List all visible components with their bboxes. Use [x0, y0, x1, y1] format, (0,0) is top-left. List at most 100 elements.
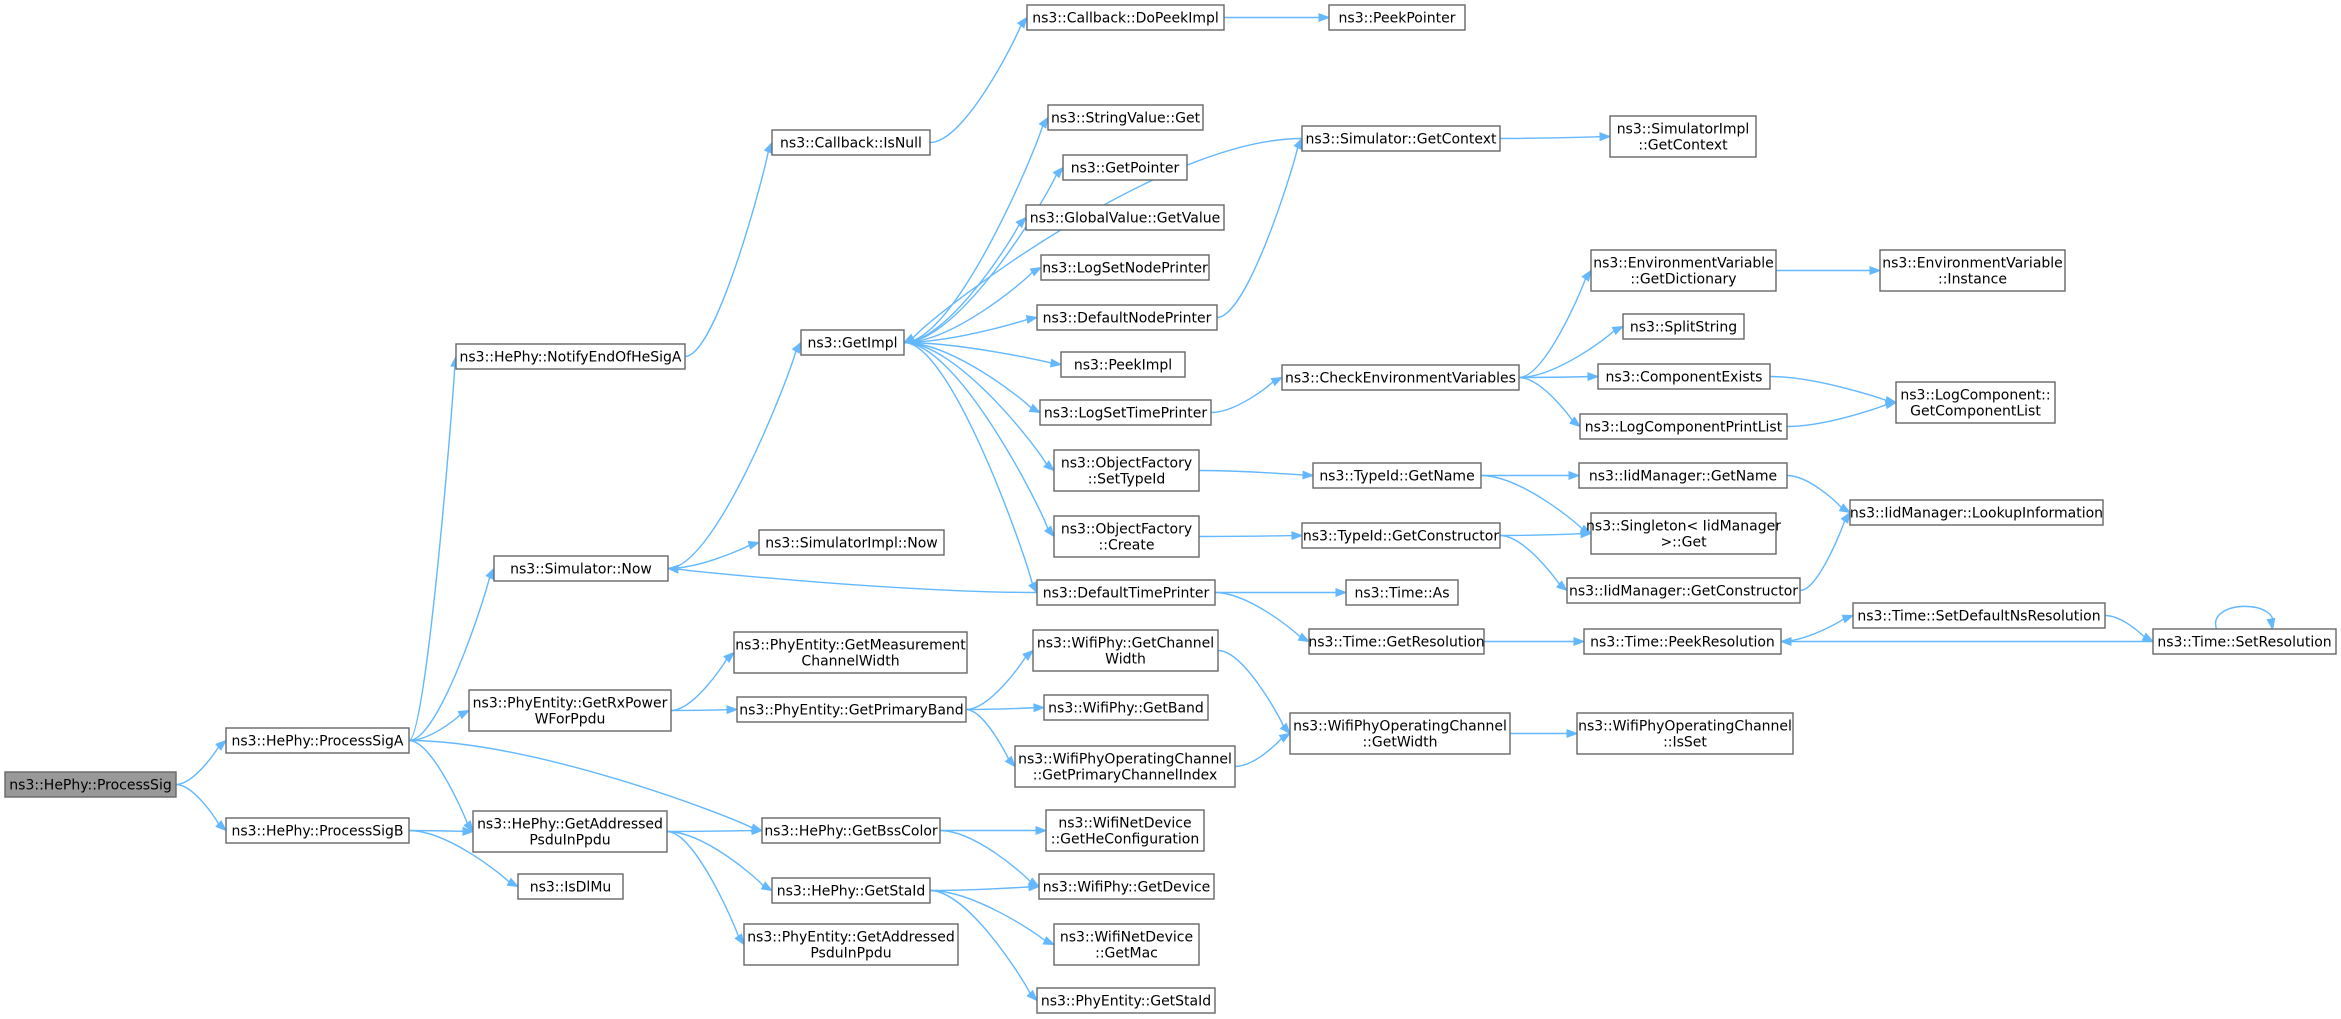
node-box	[800, 329, 905, 356]
node-label: ns3::DefaultNodePrinter	[1043, 311, 1212, 327]
edge-arrowhead	[666, 564, 679, 574]
node-box	[2152, 628, 2337, 655]
node-cbIsNull[interactable]: ns3::Callback::IsNull	[771, 129, 931, 156]
node-ofCreate[interactable]: ns3::ObjectFactory::Create	[1053, 515, 1200, 558]
edge-line	[1499, 135, 1601, 140]
edge-arrowhead	[1318, 12, 1331, 23]
node-label: ns3::Time::GetResolution	[1308, 635, 1484, 651]
node-label: ::IsSet	[1663, 735, 1707, 751]
node-processSig[interactable]: ns3::HePhy::ProcessSig	[4, 771, 177, 798]
node-wndGetHeConf[interactable]: ns3::WifiNetDevice::GetHeConfiguration	[1045, 809, 1205, 852]
edge-iidGetCtor-to-iidLookup	[1799, 511, 1851, 592]
node-wpocGetWidth[interactable]: ns3::WifiPhyOperatingChannel::GetWidth	[1289, 712, 1511, 755]
node-simImplNow[interactable]: ns3::SimulatorImpl::Now	[758, 529, 945, 556]
node-iidGetCtor[interactable]: ns3::IidManager::GetConstructor	[1566, 577, 1801, 604]
edge-line	[965, 707, 1035, 711]
node-processSigB[interactable]: ns3::HePhy::ProcessSigB	[225, 817, 410, 844]
node-ofSetTypeId[interactable]: ns3::ObjectFactory::SetTypeId	[1053, 449, 1200, 492]
node-logSetNode[interactable]: ns3::LogSetNodePrinter	[1040, 254, 1210, 281]
edge-getImpl-to-globalValue	[903, 216, 1027, 344]
node-envInstance[interactable]: ns3::EnvironmentVariable::Instance	[1879, 249, 2066, 292]
node-timeSetDefaultNs[interactable]: ns3::Time::SetDefaultNsResolution	[1852, 602, 2106, 629]
node-getMeasurement[interactable]: ns3::PhyEntity::GetMeasurementChannelWid…	[733, 631, 968, 674]
node-wndGetMac[interactable]: ns3::WifiNetDevice::GetMac	[1053, 923, 1200, 966]
edge-arrowhead	[760, 881, 774, 892]
node-typeIdGetCtor[interactable]: ns3::TypeId::GetConstructor	[1301, 522, 1501, 549]
node-notifyEnd[interactable]: ns3::HePhy::NotifyEndOfHeSigA	[455, 343, 686, 370]
node-defaultNode[interactable]: ns3::DefaultNodePrinter	[1036, 304, 1218, 331]
node-timeGetRes[interactable]: ns3::Time::GetResolution	[1308, 628, 1485, 655]
node-box	[1026, 4, 1225, 31]
edge-line	[1214, 591, 1301, 638]
edge-line	[929, 889, 1046, 942]
node-splitString[interactable]: ns3::SplitString	[1622, 313, 1745, 340]
node-wpocIsSet[interactable]: ns3::WifiPhyOperatingChannel::IsSet	[1576, 712, 1794, 755]
node-stringValueGet[interactable]: ns3::StringValue::Get	[1047, 104, 1204, 131]
node-timeSetRes[interactable]: ns3::Time::SetResolution	[2152, 628, 2337, 655]
node-label: ns3::Callback::IsNull	[780, 136, 922, 152]
node-getStaIdHe[interactable]: ns3::HePhy::GetStaId	[771, 877, 931, 904]
node-checkEnv[interactable]: ns3::CheckEnvironmentVariables	[1281, 364, 1520, 391]
node-isDlMu[interactable]: ns3::IsDlMu	[517, 873, 624, 900]
node-label: ns3::WifiPhy::GetDevice	[1043, 880, 1211, 896]
node-getPointer[interactable]: ns3::GetPointer	[1062, 154, 1188, 181]
edge-line	[1198, 534, 1293, 538]
node-processSigA[interactable]: ns3::HePhy::ProcessSigA	[225, 727, 410, 754]
node-box	[1053, 449, 1200, 492]
node-singletonGet[interactable]: ns3::Singleton< IidManager>::Get	[1586, 512, 1781, 555]
node-typeIdGetName[interactable]: ns3::TypeId::GetName	[1312, 462, 1482, 489]
node-box	[758, 529, 945, 556]
edge-getImpl-to-ofCreate	[903, 341, 1055, 538]
edge-arrowhead	[1568, 470, 1581, 481]
node-getPrimaryBand[interactable]: ns3::PhyEntity::GetPrimaryBand	[736, 696, 967, 723]
node-logCompGetList[interactable]: ns3::LogComponent::GetComponentList	[1895, 381, 2056, 424]
edge-line	[408, 739, 468, 824]
node-logCompPrint[interactable]: ns3::LogComponentPrintList	[1579, 413, 1788, 440]
edge-line	[670, 658, 728, 712]
node-peGetStaId[interactable]: ns3::PhyEntity::GetStaId	[1036, 987, 1216, 1014]
node-logSetTime[interactable]: ns3::LogSetTimePrinter	[1039, 399, 1212, 426]
node-compExists[interactable]: ns3::ComponentExists	[1597, 363, 1771, 390]
node-box	[517, 873, 624, 900]
edge-ofSetTypeId-to-typeIdGetName	[1198, 469, 1315, 480]
node-defaultTime[interactable]: ns3::DefaultTimePrinter	[1036, 579, 1216, 606]
edge-getImpl-to-logSetNode	[903, 266, 1043, 344]
edge-getStaIdHe-to-wndGetMac	[929, 889, 1056, 946]
node-label: ns3::CheckEnvironmentVariables	[1285, 371, 1516, 387]
node-getImpl[interactable]: ns3::GetImpl	[800, 329, 905, 356]
node-simNow[interactable]: ns3::Simulator::Now	[493, 555, 669, 582]
node-timePeekRes[interactable]: ns3::Time::PeekResolution	[1583, 628, 1782, 655]
node-label: ::GetMac	[1095, 946, 1158, 962]
node-getBssColor[interactable]: ns3::HePhy::GetBssColor	[761, 817, 941, 844]
node-peekImpl[interactable]: ns3::PeekImpl	[1060, 351, 1186, 378]
node-box	[1301, 125, 1501, 152]
edge-arrowhead	[1335, 587, 1348, 598]
edge-arrowhead	[1028, 882, 1041, 892]
node-wifiGetBand[interactable]: ns3::WifiPhy::GetBand	[1043, 694, 1209, 721]
node-envGetDict[interactable]: ns3::EnvironmentVariable::GetDictionary	[1590, 249, 1777, 292]
edge-timeSetDefaultNs-to-timeSetRes	[2104, 614, 2155, 643]
node-box	[771, 129, 931, 156]
edge-getPrimaryBand-to-wifiGetChannelWidth	[965, 649, 1035, 711]
node-label: ns3::IidManager::GetName	[1589, 469, 1777, 485]
edge-arrowhead	[506, 877, 520, 888]
edge-arrowhead	[1279, 722, 1291, 735]
node-peekPointer[interactable]: ns3::PeekPointer	[1328, 4, 1466, 31]
edge-arrowhead	[1302, 470, 1315, 480]
node-simGetContext[interactable]: ns3::Simulator::GetContext	[1301, 125, 1501, 152]
node-wifiGetDevice[interactable]: ns3::WifiPhy::GetDevice	[1038, 873, 1215, 900]
edge-arrowhead	[1278, 732, 1292, 743]
node-timeAs[interactable]: ns3::Time::As	[1345, 579, 1459, 606]
node-simImplGetContext[interactable]: ns3::SimulatorImpl::GetContext	[1609, 115, 1757, 158]
node-iidGetName[interactable]: ns3::IidManager::GetName	[1578, 462, 1788, 489]
node-box	[1281, 364, 1520, 391]
node-wpocPrimaryIdx[interactable]: ns3::WifiPhyOperatingChannel::GetPrimary…	[1014, 745, 1236, 788]
node-iidLookup[interactable]: ns3::IidManager::LookupInformation	[1849, 499, 2104, 526]
node-cbDoPeek[interactable]: ns3::Callback::DoPeekImpl	[1026, 4, 1225, 31]
node-globalValue[interactable]: ns3::GlobalValue::GetValue	[1025, 204, 1225, 231]
edge-arrowhead	[1779, 636, 1792, 647]
